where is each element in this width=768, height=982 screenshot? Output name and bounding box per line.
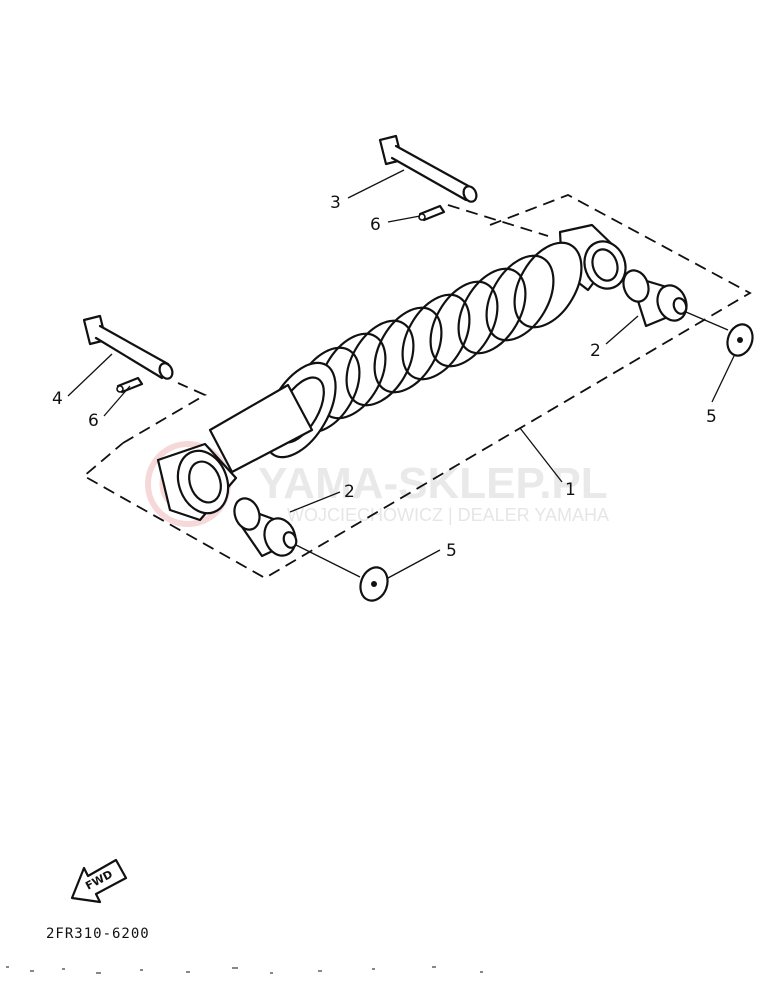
watermark-title: YAMA-SKLEP.PL <box>258 459 608 508</box>
callout-washer-upper: 5 <box>706 407 717 427</box>
cotter-pin-lower <box>116 376 144 394</box>
watermark: YAMA-SKLEP.PL WOJCIECHOWICZ | DEALER YAM… <box>145 441 609 527</box>
bushing-upper <box>622 269 688 328</box>
bushing-lower <box>233 497 298 558</box>
callouts: 1 2 2 3 4 5 5 6 6 <box>52 193 717 561</box>
cotter-pin-upper <box>418 204 446 222</box>
callout-bushing-upper: 2 <box>590 341 601 361</box>
bolt-lower <box>82 314 174 380</box>
callout-bolt-upper: 3 <box>330 193 341 213</box>
callout-cotter-pin-lower: 6 <box>88 411 99 431</box>
callout-bushing-lower: 2 <box>344 482 355 502</box>
callout-bolt-lower: 4 <box>52 389 63 409</box>
callout-cotter-pin-upper: 6 <box>370 215 381 235</box>
washer-upper <box>726 323 754 357</box>
watermark-subtitle: WOJCIECHOWICZ | DEALER YAMAHA <box>287 505 609 525</box>
assembly-outline <box>82 194 752 580</box>
callout-shock-absorber: 1 <box>565 480 576 500</box>
scan-noise <box>6 966 483 974</box>
shock-absorber <box>156 223 627 522</box>
spring-coils <box>291 241 583 434</box>
leader-lines <box>67 169 735 579</box>
washer-lower <box>359 566 389 602</box>
bolt-upper <box>378 134 478 203</box>
callout-washer-lower: 5 <box>446 541 457 561</box>
diagram-code: 2FR310-6200 <box>46 926 150 942</box>
fwd-arrow-icon: FWD <box>70 858 128 904</box>
